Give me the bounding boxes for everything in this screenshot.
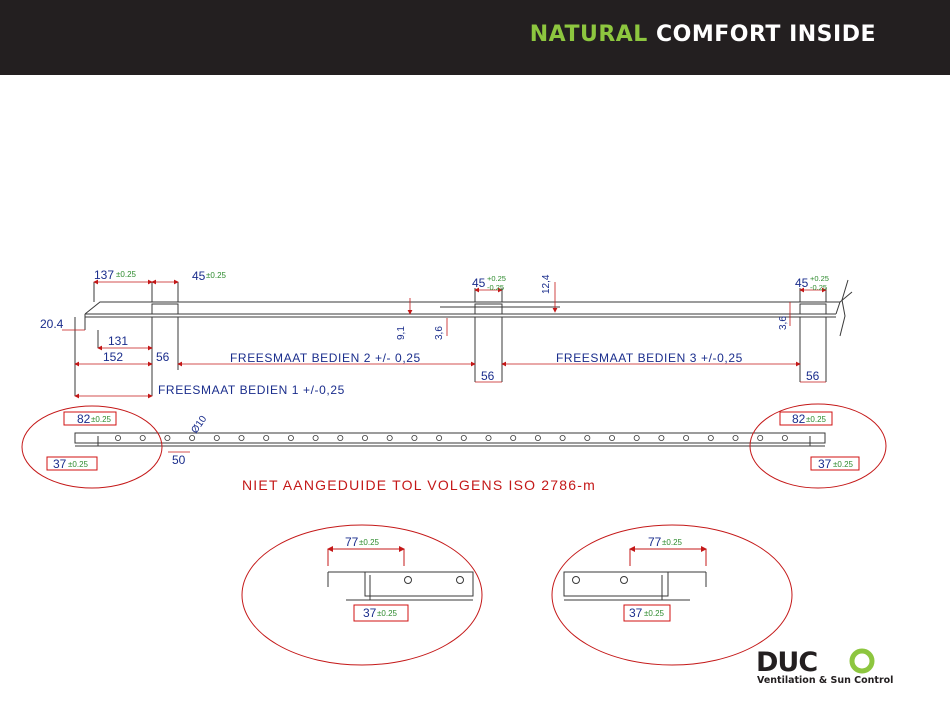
tol-45-right-plus: +0.25 (810, 274, 829, 283)
dim-37-detail-right: 37 (629, 606, 643, 620)
tagline-accent: NATURAL (529, 22, 648, 47)
rail-hole (115, 434, 122, 441)
rail-hole (312, 434, 319, 441)
tol-77-left: ±0.25 (359, 538, 380, 547)
rail-plan-view (74, 432, 826, 447)
rail-hole (213, 434, 220, 441)
dim-50: 50 (172, 453, 186, 467)
rail-hole (139, 434, 146, 441)
dim-82-right: 82 (792, 412, 806, 426)
tol-37-detail-left: ±0.25 (377, 609, 398, 618)
dim-152: 152 (103, 350, 123, 364)
rail-hole (436, 434, 443, 441)
rail-hole (584, 434, 591, 441)
rail-hole (337, 434, 344, 441)
tol-137: ±0.25 (116, 270, 137, 279)
note-freesmaat-2: FREESMAAT BEDIEN 2 +/- 0,25 (230, 351, 421, 365)
rail-hole (683, 434, 690, 441)
rail-hole (411, 434, 418, 441)
dim-45-mid: 45 (472, 276, 486, 290)
tol-45-mid-plus: +0.25 (487, 274, 506, 283)
duco-logo: DUC (756, 648, 875, 678)
dim-56-c: 56 (806, 369, 820, 383)
dim-12-4: 12,4 (541, 274, 552, 294)
tol-37-detail-right: ±0.25 (644, 609, 665, 618)
rail-hole (238, 434, 245, 441)
dim-20-4: 20.4 (40, 317, 64, 331)
tol-45-top-left: ±0.25 (206, 271, 227, 280)
tol-45-right-minus: -0.25 (810, 283, 827, 292)
rail-hole (287, 434, 294, 441)
dimension-lines (62, 279, 827, 399)
dim-9-1: 9,1 (396, 326, 407, 340)
rail-hole (510, 434, 517, 441)
rail-hole (263, 434, 270, 441)
rail-hole (485, 434, 492, 441)
dim-56-a: 56 (156, 350, 170, 364)
dim-37-right: 37 (818, 457, 832, 471)
rail-hole (658, 434, 665, 441)
rail-hole (609, 434, 616, 441)
tol-82-left: ±0.25 (91, 415, 112, 424)
dim-45-right: 45 (795, 276, 809, 290)
boxed-dimensions: 82 ±0.25 37 ±0.25 82 ±0.25 37 ±0.25 50 Ø… (46, 411, 860, 471)
detail-ellipses (21, 403, 887, 666)
note-freesmaat-1: FREESMAAT BEDIEN 1 +/-0,25 (158, 383, 345, 397)
tol-77-right: ±0.25 (662, 538, 683, 547)
detail-view-left (327, 546, 474, 601)
profile-elevation (74, 279, 853, 396)
dim-37-detail-left: 37 (363, 606, 377, 620)
rail-hole (534, 434, 541, 441)
dim-77-right: 77 (648, 535, 662, 549)
tol-45-mid-minus: -0.25 (487, 283, 504, 292)
rail-holes (115, 434, 788, 441)
header-tagline: NATURAL COMFORT INSIDE (530, 22, 876, 47)
dim-hole: Ø10 (189, 414, 209, 436)
rail-hole (781, 434, 788, 441)
rail-hole (189, 434, 196, 441)
dim-37-left: 37 (53, 457, 67, 471)
dim-137: 137 (94, 268, 114, 282)
rail-hole (707, 434, 714, 441)
rail-hole (633, 434, 640, 441)
dim-131: 131 (108, 334, 128, 348)
dim-56-b: 56 (481, 369, 495, 383)
dim-3-6-a: 3,6 (434, 326, 445, 340)
tol-82-right: ±0.25 (806, 415, 827, 424)
rail-hole (386, 434, 393, 441)
dim-45-top-left: 45 (192, 269, 206, 283)
rail-hole (757, 434, 764, 441)
dim-3-6-b: 3,6 (778, 316, 789, 330)
logo-o-mark (849, 648, 875, 674)
rail-hole (559, 434, 566, 441)
rail-hole (361, 434, 368, 441)
logo-subtitle: Ventilation & Sun Control (757, 675, 894, 686)
tagline-rest: COMFORT INSIDE (655, 22, 876, 47)
detail-view-right (563, 546, 707, 601)
dim-77-left: 77 (345, 535, 359, 549)
header-bar: NATURAL COMFORT INSIDE (0, 0, 950, 75)
rail-hole (732, 434, 739, 441)
rail-hole (460, 434, 467, 441)
tol-37-left: ±0.25 (68, 460, 89, 469)
tol-37-right: ±0.25 (833, 460, 854, 469)
note-iso: NIET AANGEDUIDE TOL VOLGENS ISO 2786-m (242, 477, 596, 493)
dim-82-left: 82 (77, 412, 91, 426)
detail-dimensions: 77 ±0.25 77 ±0.25 37 ±0.25 37 ±0.25 (345, 535, 683, 622)
rail-hole (164, 434, 171, 441)
note-freesmaat-3: FREESMAAT BEDIEN 3 +/-0,25 (556, 351, 743, 365)
dimension-labels: 137 ±0.25 45 ±0.25 45 +0.25 -0.25 45 +0.… (40, 268, 829, 397)
logo-brand: DUC (756, 648, 817, 678)
